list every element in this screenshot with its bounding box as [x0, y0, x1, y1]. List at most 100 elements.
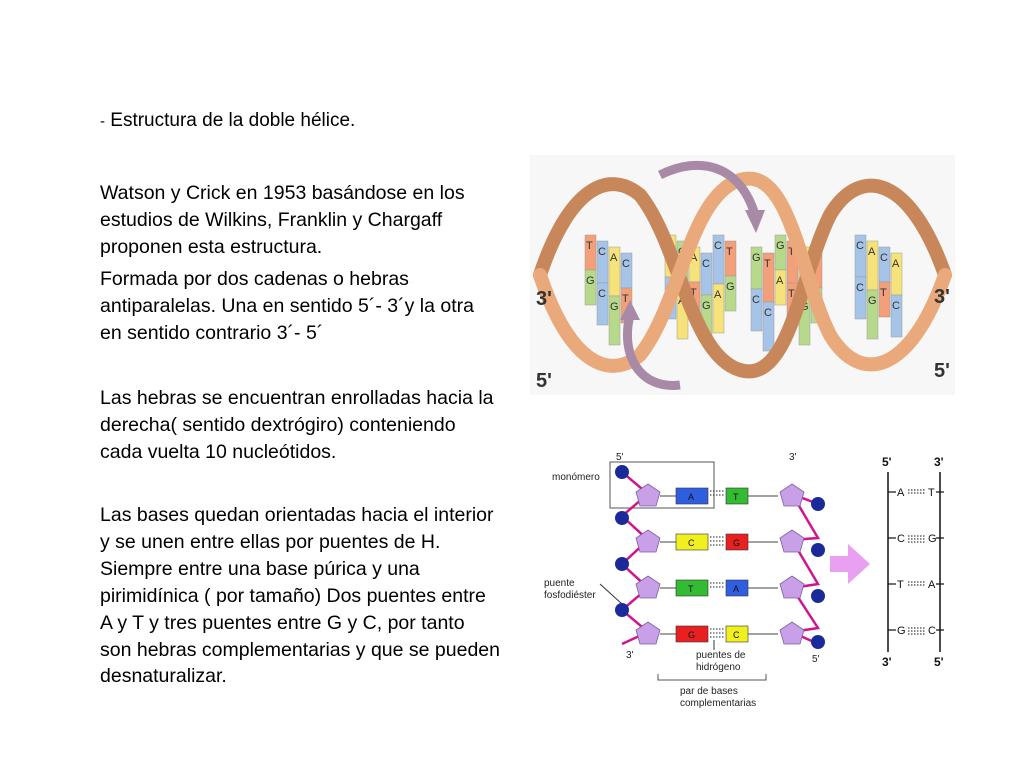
helix-base-letter: C [856, 282, 864, 294]
helix-base-letter: G [776, 240, 785, 252]
strand-label-5-top: 5' [616, 452, 624, 463]
rotation-arrow-bottom-head [620, 300, 640, 320]
helix-base-bar [724, 275, 737, 312]
base-right-letter: A [733, 584, 739, 594]
helix-base-letter: T [880, 287, 887, 299]
helix-base-bar [878, 281, 891, 318]
ladder-top-right: 3' [934, 455, 944, 469]
right-backbone [787, 491, 821, 646]
bridge-pointer [599, 583, 623, 605]
helix-base-letter: A [776, 275, 784, 287]
strand-label-3-top: 3' [789, 452, 797, 463]
helix-base-letter: C [622, 258, 630, 270]
helix-base-letter: C [764, 307, 772, 319]
strand-label-5-bottom: 5' [812, 654, 820, 665]
ladder-base-left: G [897, 625, 906, 637]
helix-base-letter: T [764, 258, 771, 270]
ladder-base-left: C [897, 533, 905, 545]
paragraph-base-pairing: Las bases quedan orientadas hacia el int… [100, 504, 500, 688]
helix-base-letter: G [586, 275, 595, 287]
strand-pair-rows: A T C G T A G C [615, 465, 825, 649]
helix-base-bar [866, 289, 879, 340]
strand-label-bridge-2: fosfodiéster [544, 590, 596, 601]
helix-base-letter: T [622, 293, 629, 305]
helix-base-letter: C [856, 240, 864, 252]
paragraph-antiparallel: Formada por dos cadenas o hebras antipar… [100, 268, 474, 344]
helix-base-letter: G [726, 281, 735, 293]
base-left [675, 487, 709, 505]
base-left-letter: C [688, 538, 695, 548]
base-left-letter: G [688, 630, 695, 640]
helix-base-bar [854, 276, 867, 320]
helix-base-letter: C [752, 294, 760, 306]
base-left [675, 533, 709, 551]
helix-base-letter: T [586, 240, 593, 252]
phosphate-left [615, 557, 629, 571]
helix-base-letter: T [690, 287, 697, 299]
strand-label-monomer: monómero [552, 472, 600, 483]
strand-label-pairs-2: complementarias [680, 698, 756, 709]
helix-base-letter: G [610, 301, 619, 313]
rotation-arrow-top-head [745, 210, 765, 233]
helix-base-letter: C [702, 258, 710, 270]
sugar-left [635, 483, 661, 507]
helix-end-top-right: 3' [934, 286, 950, 308]
base-left-letter: T [688, 584, 694, 594]
base-right-letter: C [733, 630, 740, 640]
double-helix-illustration: TGCCAGCTACGAATCGCATGGCTCGATTAGTGCCAGCTAC… [530, 155, 955, 395]
sugar-right [779, 575, 805, 599]
base-left-letter: A [688, 492, 694, 502]
helix-base-letter: A [610, 252, 618, 264]
helix-base-bar [774, 269, 787, 306]
helix-base-letter: A [714, 289, 722, 301]
helix-base-bar [750, 288, 763, 332]
helix-base-letter: A [690, 252, 698, 264]
rotation-arrow-bottom [622, 313, 681, 390]
phosphate-left [615, 603, 629, 617]
sugar-left [635, 575, 661, 599]
helix-base-letter: C [598, 288, 606, 300]
ladder-base-left: T [897, 579, 904, 591]
ladder-base-right: C [928, 625, 936, 637]
sugar-right [779, 483, 805, 507]
helix-end-bottom-left: 5' [536, 370, 552, 392]
helix-base-letter: T [788, 288, 795, 300]
phosphate-right [811, 589, 825, 603]
helix-base-letter: G [752, 252, 761, 264]
helix-base-letter: C [892, 300, 900, 312]
phosphate-left [615, 465, 629, 479]
ladder-top-left: 5' [882, 455, 892, 469]
ladder-base-right: G [928, 533, 937, 545]
phosphate-right [811, 497, 825, 511]
phosphate-right [811, 635, 825, 649]
phosphate-right [811, 543, 825, 557]
helix-base-bar [584, 269, 597, 306]
ladder-bottom-left: 3' [882, 655, 892, 669]
helix-base-letter: A [868, 246, 876, 258]
helix-base-letter: G [868, 295, 877, 307]
strand-label-hbonds-1: puentes de [696, 650, 746, 661]
sugar-left [635, 529, 661, 553]
sugar-right [779, 529, 805, 553]
helix-base-bar [890, 294, 903, 338]
heading-text: Estructura de la doble hélice. [110, 110, 356, 131]
ladder-base-right: T [928, 487, 935, 499]
base-left [675, 625, 709, 643]
monomer-box [609, 461, 715, 509]
conversion-arrow [830, 544, 870, 584]
base-left [675, 579, 709, 597]
slide-heading: - Estructura de la doble hélice. [100, 110, 355, 132]
base-right-letter: G [733, 538, 740, 548]
sugar-left [635, 621, 661, 645]
helix-end-top-left: 3' [536, 288, 552, 310]
pairs-bracket [657, 674, 767, 681]
paragraph-right-handed: Las hebras se encuentran enrolladas haci… [100, 387, 494, 463]
helix-base-bar [608, 295, 621, 346]
base-right-letter: T [733, 492, 739, 502]
helix-base-letter: A [892, 258, 900, 270]
ladder-bottom-right: 5' [934, 655, 944, 669]
helix-base-bar [712, 283, 725, 334]
